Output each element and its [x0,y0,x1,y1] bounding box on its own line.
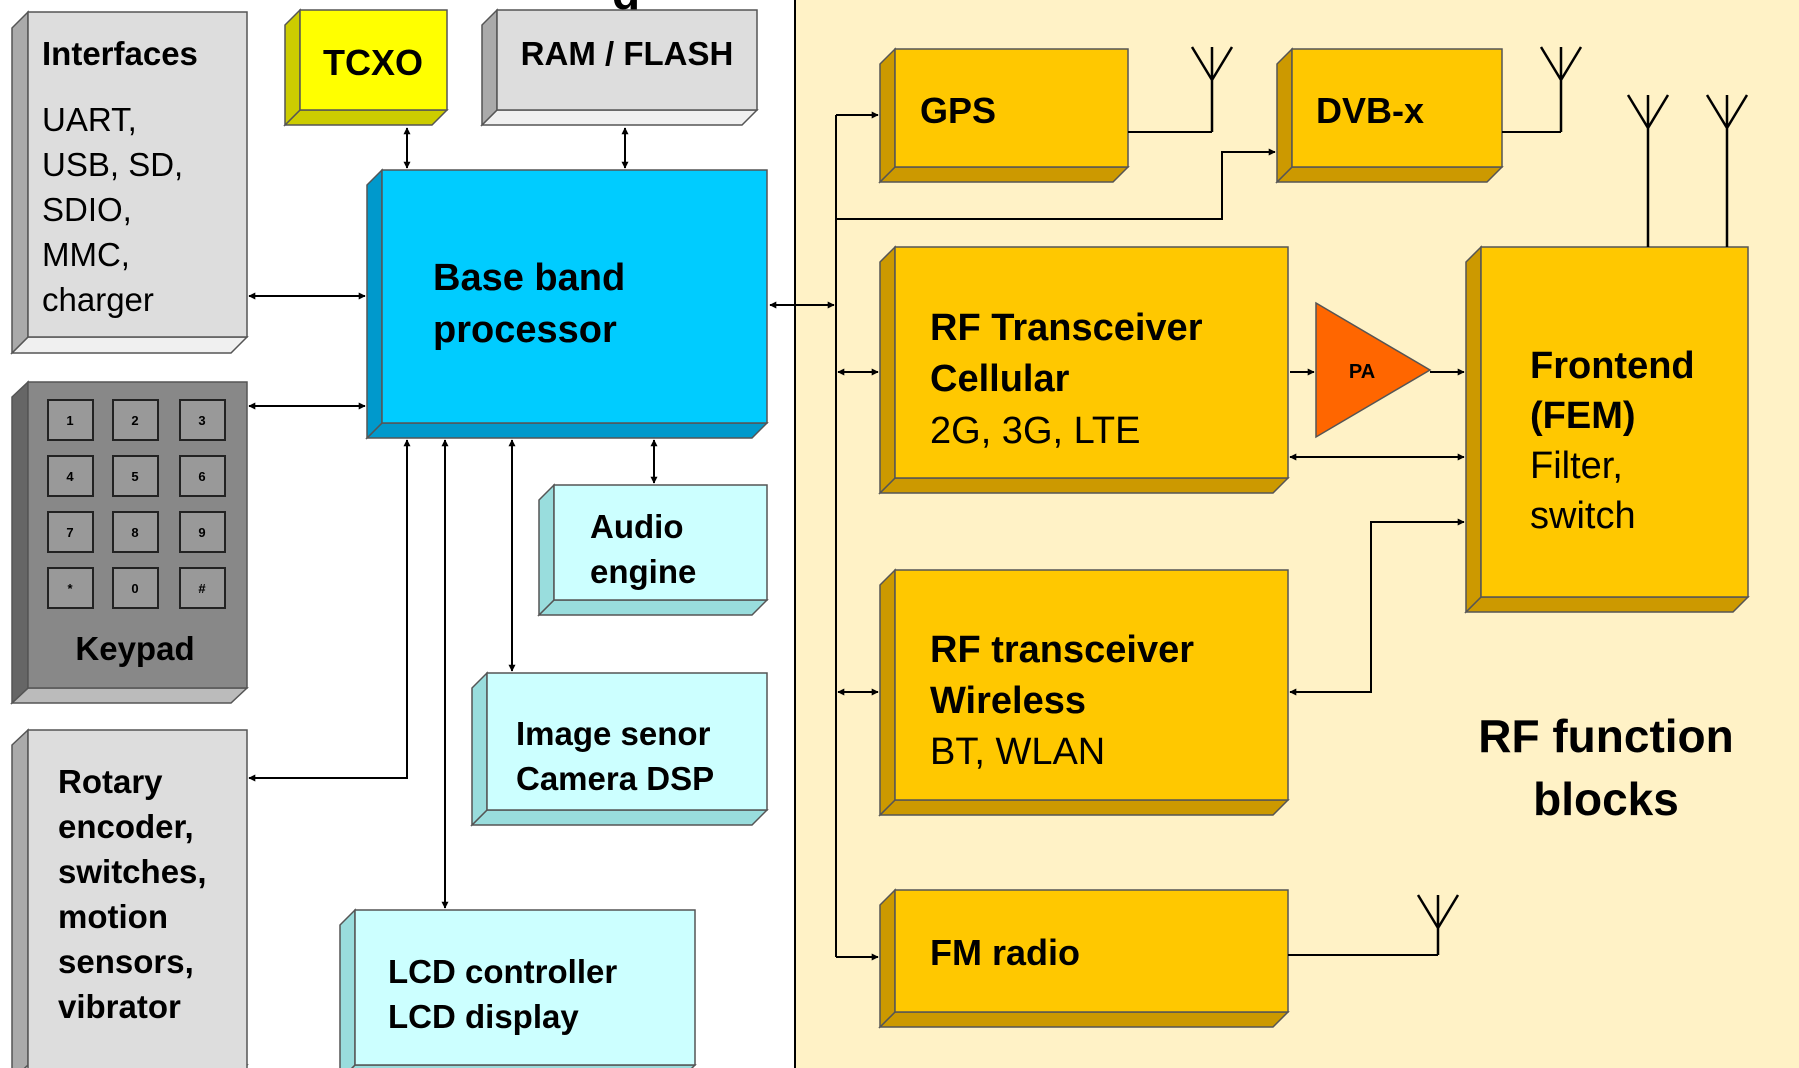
interfaces-line: SDIO, [42,191,132,228]
svg-text:1: 1 [66,413,73,428]
image-sensor-line: Camera DSP [516,760,714,797]
rotary-line: vibrator [58,988,181,1025]
audio-line: engine [590,553,696,590]
gps-block: GPS [878,47,1130,184]
keypad-block: 1 2 3 4 5 6 7 8 9 * 0 # Keypad [10,380,249,705]
interfaces-block: Interfaces UART, USB, SD, SDIO, MMC, cha… [10,10,249,355]
rf-cellular-sub: 2G, 3G, LTE [930,410,1140,452]
gps-label: GPS [920,90,996,131]
rf-cellular-block: RF Transceiver Cellular 2G, 3G, LTE [878,245,1290,495]
rf-panel-label: blocks [1533,773,1679,825]
dvb-label: DVB-x [1316,90,1424,131]
lcd-line: LCD controller [388,953,617,990]
rotary-block: Rotary encoder, switches, motion sensors… [11,728,249,1068]
rf-cellular-title: Cellular [930,358,1070,400]
frontend-sub: Filter, [1530,445,1623,487]
rf-wireless-block: RF transceiver Wireless BT, WLAN [878,568,1290,817]
rotary-line: motion [58,898,168,935]
interfaces-line: charger [42,281,154,318]
key-button: # [179,567,226,609]
svg-text:6: 6 [198,469,205,484]
rf-wireless-title: Wireless [930,680,1086,722]
baseband-block: Base band processor [365,168,769,440]
rotary-line: sensors, [58,943,194,980]
fm-block: FM radio [878,888,1290,1029]
key-button: 1 [47,399,94,441]
dvb-block: DVB-x [1275,47,1504,184]
key-button: 9 [179,511,226,553]
antenna-icon [1539,46,1583,132]
svg-text:5: 5 [131,469,138,484]
interfaces-title: Interfaces [42,35,198,72]
svg-text:#: # [198,581,206,596]
key-button: 7 [47,511,94,553]
image-sensor-line: Image senor [516,715,711,752]
key-button: 3 [179,399,226,441]
tcxo-block: TCXO [283,8,449,127]
interfaces-line: UART, [42,101,137,138]
key-button: 6 [179,455,226,497]
connectors [248,111,1561,961]
antenna-icon [1416,894,1460,955]
rf-wireless-title: RF transceiver [930,629,1194,671]
key-button: 2 [112,399,159,441]
frontend-title: Frontend [1530,345,1695,387]
keypad-label: Keypad [75,630,194,667]
svg-text:4: 4 [66,469,74,484]
key-button: 4 [47,455,94,497]
frontend-sub: switch [1530,495,1636,537]
frontend-block: Frontend (FEM) Filter, switch [1464,245,1750,614]
antenna-icon [1705,94,1749,247]
image-sensor-block: Image senor Camera DSP [470,671,769,827]
rotary-line: Rotary [58,763,163,800]
interfaces-line: MMC, [42,236,130,273]
key-button: * [47,567,94,609]
svg-text:0: 0 [131,581,138,596]
baseband-line: processor [433,309,617,351]
svg-text:3: 3 [198,413,205,428]
rotary-line: switches, [58,853,207,890]
rotary-line: encoder, [58,808,194,845]
audio-line: Audio [590,508,683,545]
ram-flash-label: RAM / FLASH [521,35,734,72]
svg-text:7: 7 [66,525,73,540]
rf-panel-label: RF function [1478,710,1734,762]
rf-wireless-sub: BT, WLAN [930,731,1105,773]
svg-text:2: 2 [131,413,138,428]
lcd-block: LCD controller LCD display [339,908,697,1068]
rf-cellular-title: RF Transceiver [930,307,1203,349]
svg-text:9: 9 [198,525,205,540]
baseband-line: Base band [433,257,625,299]
fm-label: FM radio [930,932,1080,973]
svg-text:*: * [67,581,73,596]
tcxo-label: TCXO [323,42,423,83]
antenna-icon [1626,94,1670,247]
key-button: 5 [112,455,159,497]
frontend-title: (FEM) [1530,395,1636,437]
svg-text:8: 8 [131,525,138,540]
key-button: 8 [112,511,159,553]
pa-amplifier: PA [1315,301,1432,439]
key-button: 0 [112,567,159,609]
pa-label: PA [1349,361,1375,383]
interfaces-line: USB, SD, [42,146,183,183]
ram-flash-block: RAM / FLASH [480,8,759,127]
lcd-line: LCD display [388,998,579,1035]
antenna-icon [1190,46,1234,132]
audio-block: Audio engine [537,483,769,617]
